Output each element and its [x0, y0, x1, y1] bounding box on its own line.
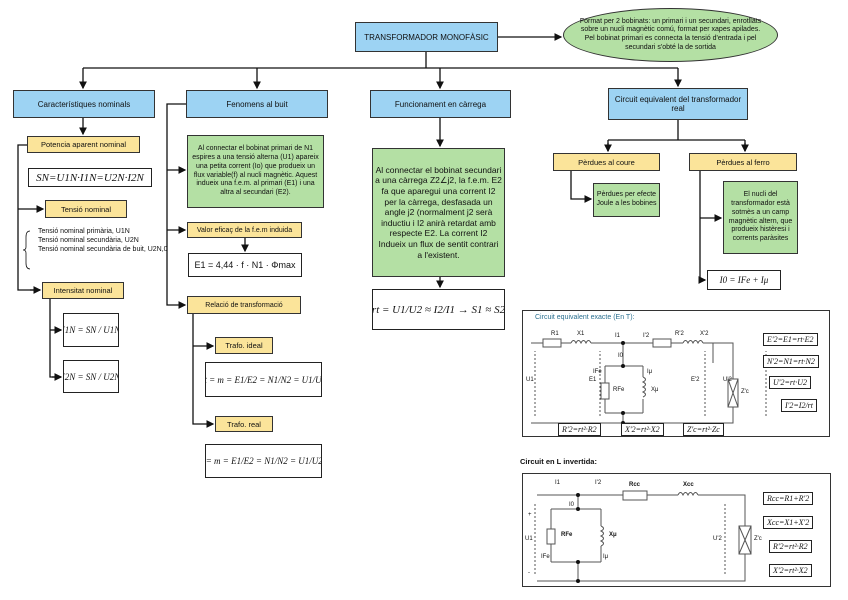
label: I'2 [643, 333, 650, 339]
r2-resistor [652, 338, 672, 348]
r1-resistor [542, 338, 562, 348]
label: IFe [541, 554, 550, 560]
label: Iμ [603, 554, 609, 560]
tensio-item: Tensió nominal primària, U1N [38, 228, 130, 235]
title-box: TRANSFORMADOR MONOFÀSIC [355, 22, 498, 52]
formula: U'2=rt·U2 [769, 376, 811, 389]
perdues-ferro-box: Pèrdues al ferro [689, 153, 797, 171]
circuit-l-panel: I1 I'2 Rcc Xcc I0 RFe Xμ IFe Iμ U1 U'2 Z… [522, 473, 831, 587]
label: U1 [525, 536, 533, 542]
real-formula: rt = m = E1/E2 = N1/N2 = U1/U2,0 [205, 444, 322, 478]
formula: I'2=I2/rt [781, 399, 817, 412]
label: E1 [589, 377, 597, 383]
tensio-list: Tensió nominal primària, U1N Tensió nomi… [38, 228, 170, 254]
circuit-l-diagram [534, 490, 752, 583]
intensitat-box: Intensitat nominal [42, 282, 124, 299]
circuit-t-panel: Circuit equivalent exacte (En T): R1 X1 … [522, 310, 830, 437]
label: RFe [561, 532, 573, 538]
label: Rcc [629, 482, 641, 488]
label: X1 [577, 331, 585, 337]
definition-ellipse: Format per 2 bobinats: un primari i un s… [563, 8, 778, 62]
formula: X'2=rt²·X2 [621, 423, 664, 436]
ideal-formula: rt = m = E1/E2 = N1/N2 = U1/U2 [205, 362, 322, 397]
trafo-ideal-box: Trafo. ideal [215, 337, 273, 354]
label: U'2 [713, 536, 722, 542]
circuit-l-title: Circuit en L invertida: [520, 457, 597, 466]
potencia-box: Potencia aparent nominal [27, 136, 140, 153]
buit-description: Al connectar el bobinat primari de N1 es… [187, 135, 324, 208]
label: R1 [551, 331, 559, 337]
potencia-formula: SN=U1N·I1N=U2N·I2N [28, 168, 152, 187]
tensio-box: Tensió nominal [45, 200, 127, 218]
label: Xcc [683, 482, 694, 488]
perdues-coure-box: Pèrdues al coure [553, 153, 660, 171]
label: X'2 [700, 331, 709, 337]
coure-description: Pèrdues per efecte Joule a les bobines [593, 183, 660, 217]
formula: X'2=rt²·X2 [769, 564, 812, 577]
fem-formula: E1 = 4,44 · f · N1 · Φmax [188, 253, 302, 277]
label: Xμ [609, 532, 617, 538]
label: Iμ [647, 369, 653, 375]
ferro-description: El nucli del transformador està sotmès a… [723, 181, 798, 254]
i2n-formula: I2N = SN / U2N [63, 360, 119, 393]
trafo-real-box: Trafo. real [215, 416, 273, 432]
formula: Xcc=X1+X'2 [763, 516, 814, 529]
caracteristiques-box: Característiques nominals [13, 90, 155, 118]
label: RFe [613, 387, 625, 393]
label: Z'c [754, 536, 762, 542]
formula: N'2=N1=rt·N2 [763, 355, 819, 368]
label: + [528, 512, 532, 518]
carrega-formula: rt = U1/U2 ≈ I2/I1 → S1 ≈ S2 [372, 289, 505, 330]
formula: R'2=rt²·R2 [769, 540, 812, 553]
label: Z'c [741, 389, 749, 395]
label: R'2 [675, 331, 684, 337]
label: IFe [593, 369, 602, 375]
valor-eficac-box: Valor eficaç de la f.e.m induida [187, 222, 302, 238]
circuit-equivalent-box: Circuit equivalent del transformador rea… [608, 88, 748, 120]
fenomens-buit-box: Fenomens al buit [186, 90, 328, 118]
relacio-box: Relació de transformació [187, 296, 301, 314]
label: Xμ [651, 387, 659, 393]
label: I'2 [595, 480, 602, 486]
formula: E'2=E1=rt·E2 [763, 333, 818, 346]
carrega-description: Al connectar el bobinat secundari a una … [372, 148, 505, 277]
label: U'2 [723, 377, 732, 383]
label: I1 [615, 333, 621, 339]
label: I0 [618, 353, 624, 359]
label: E'2 [691, 377, 700, 383]
label: I0 [569, 502, 575, 508]
circuit-t-title: Circuit equivalent exacte (En T): [535, 314, 635, 321]
label: - [528, 570, 530, 576]
circuit-t-diagram [531, 338, 767, 425]
formula: Z'c=rt²·Zc [683, 423, 724, 436]
i0-formula: I0 = IFe + Iμ [707, 270, 781, 290]
funcionament-carrega-box: Funcionament en càrrega [370, 90, 511, 118]
label: U1 [526, 377, 534, 383]
formula: Rcc=R1+R'2 [763, 492, 814, 505]
i1n-formula: I1N = SN / U1N [63, 313, 119, 347]
tensio-item: Tensió nominal secundària, U2N [38, 236, 139, 244]
label: I1 [555, 480, 561, 486]
formula: R'2=rt²·R2 [558, 423, 601, 436]
tensio-item: Tensió nominal secundària de buit, U2N,0 [38, 245, 168, 253]
